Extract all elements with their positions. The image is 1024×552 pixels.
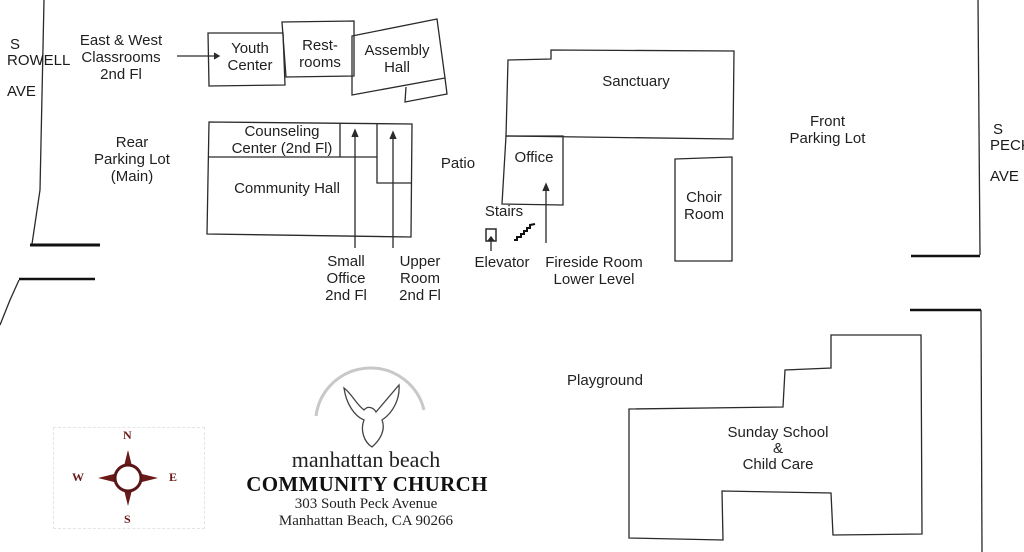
label-upper-room: Upper Room 2nd Fl [399, 253, 441, 304]
church-address-line2: Manhattan Beach, CA 90266 [278, 513, 454, 529]
building-sanctuary[interactable]: Sanctuary [602, 73, 670, 90]
building-assembly-hall[interactable]: Assembly Hall [364, 42, 430, 76]
rowell-ave-edge [31, 0, 45, 245]
sanctuary-outline [505, 49, 735, 140]
community-hall-outline [206, 121, 413, 238]
office-outline [501, 135, 564, 206]
logo-arc [314, 366, 426, 417]
building-sunday-school[interactable]: Sunday School & Child Care [727, 424, 829, 473]
label-elevator: Elevator [474, 254, 530, 271]
rowell-ave-edge-lower [0, 279, 20, 326]
street-label-rowell-ave: S ROWELL AVE [7, 36, 71, 100]
label-fireside-room: Fireside Room Lower Level [545, 254, 643, 288]
compass-east: E [169, 470, 178, 484]
peck-ave-edge [977, 0, 981, 256]
building-office[interactable]: Office [514, 149, 554, 166]
compass-rose: N S W E [53, 427, 205, 529]
building-youth-center[interactable]: Youth Center [227, 40, 273, 74]
compass-icon [98, 450, 158, 506]
sunday-school-outline [628, 334, 923, 541]
building-counseling-center[interactable]: Counseling Center (2nd Fl) [231, 123, 333, 157]
label-front-parking: Front Parking Lot [789, 113, 866, 147]
church-name-line1: manhattan beach [291, 447, 441, 472]
church-name-line2: COMMUNITY CHURCH [246, 472, 488, 496]
dove-icon [343, 383, 400, 448]
compass-west: W [72, 470, 84, 484]
choir-room-outline [674, 156, 733, 262]
peck-ave-edge-lower [980, 309, 983, 552]
restrooms-outline [281, 20, 355, 78]
label-playground: Playground [567, 372, 643, 389]
building-restrooms[interactable]: Rest- rooms [299, 37, 341, 71]
assembly-hall-annex [404, 77, 448, 103]
label-rear-parking: Rear Parking Lot (Main) [94, 134, 170, 185]
compass-north: N [123, 428, 132, 442]
label-stairs: Stairs [484, 203, 524, 220]
label-small-office: Small Office 2nd Fl [325, 253, 367, 304]
youth-center-outline [207, 32, 286, 87]
street-label-peck-ave: S PECK AVE [990, 121, 1024, 185]
stairs-icon [514, 223, 536, 241]
building-choir-room[interactable]: Choir Room [683, 189, 724, 223]
building-community-hall[interactable]: Community Hall [234, 180, 340, 197]
church-address-line1: 303 South Peck Avenue [294, 496, 438, 512]
label-east-west-classrooms: East & West Classrooms 2nd Fl [79, 32, 163, 83]
label-patio: Patio [440, 155, 476, 172]
compass-south: S [124, 512, 131, 526]
